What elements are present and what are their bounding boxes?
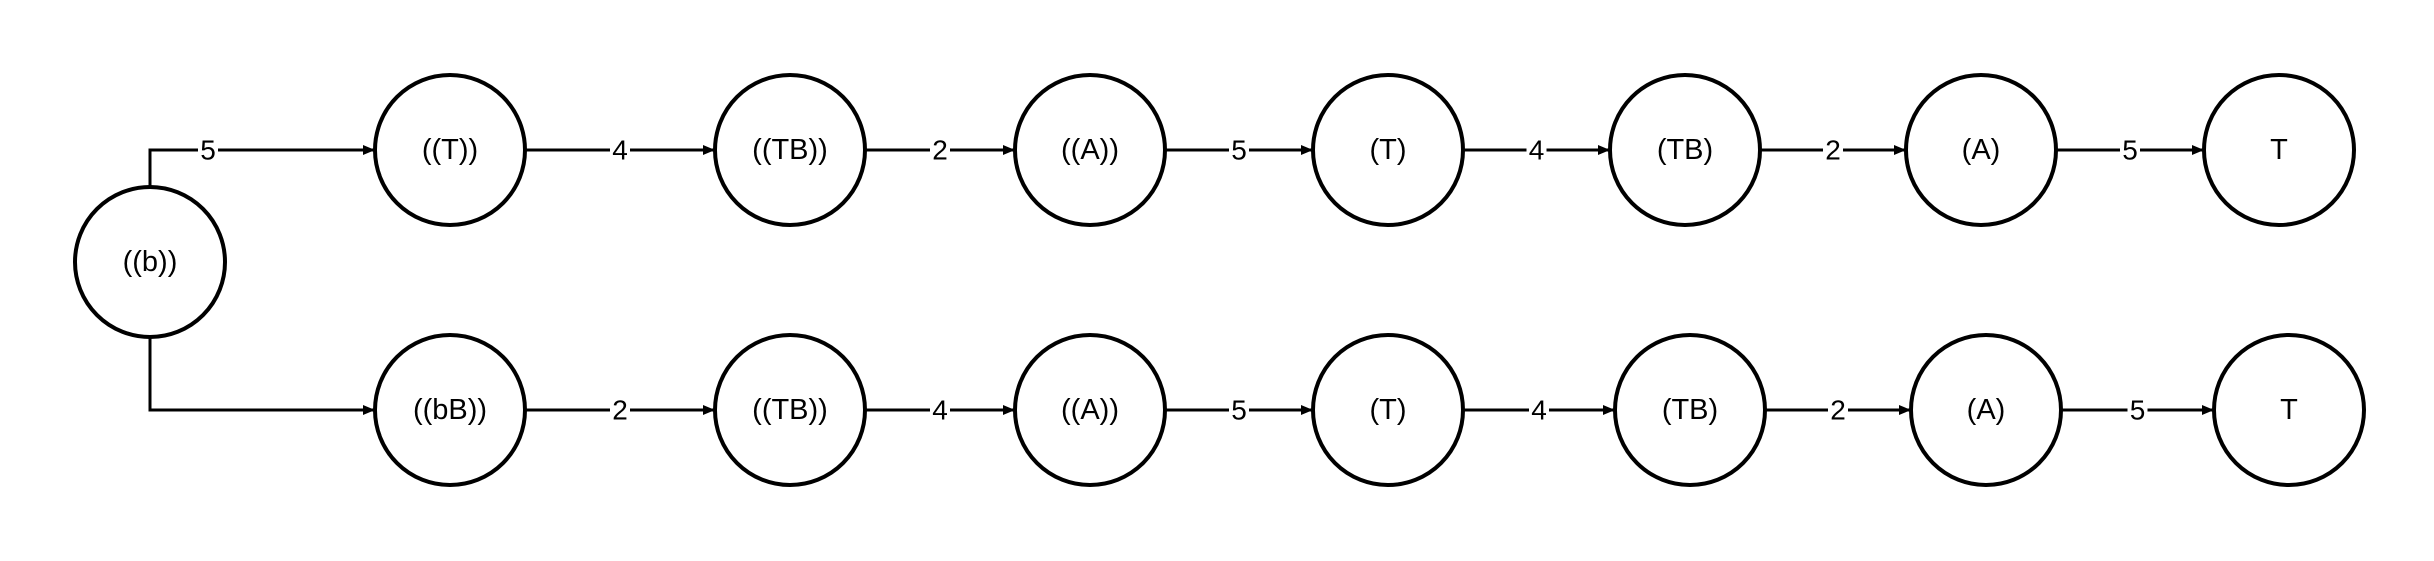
edge-line bbox=[148, 337, 375, 415]
edge-label-background bbox=[198, 135, 218, 165]
edge-t4-t5: 4 bbox=[1463, 135, 1610, 166]
node-label: ((T)) bbox=[422, 134, 478, 166]
node-label: ((TB)) bbox=[752, 394, 828, 426]
node-circle bbox=[1013, 333, 1167, 487]
edge-start-t1: 5 bbox=[148, 135, 375, 187]
edge-weight-label: 4 bbox=[932, 395, 948, 426]
node-t2: ((TB)) bbox=[713, 73, 867, 227]
edge-label-background bbox=[1526, 135, 1547, 165]
node-t5: (TB) bbox=[1608, 73, 1762, 227]
node-circle bbox=[373, 333, 527, 487]
node-circle bbox=[73, 185, 227, 339]
node-b6: (A) bbox=[1909, 333, 2063, 487]
edge-weight-label: 5 bbox=[200, 135, 216, 166]
node-circle bbox=[713, 333, 867, 487]
edge-b5-b6: 2 bbox=[1765, 395, 1911, 426]
edge-weight-label: 2 bbox=[1825, 135, 1841, 166]
node-label: T bbox=[2280, 394, 2298, 426]
edge-label-background bbox=[2127, 395, 2148, 425]
node-b7: T bbox=[2212, 333, 2366, 487]
node-circle bbox=[1311, 333, 1465, 487]
edge-label-background bbox=[610, 135, 630, 165]
edge-b3-b4: 5 bbox=[1165, 395, 1313, 426]
node-circle bbox=[2202, 73, 2356, 227]
node-start: ((b)) bbox=[73, 185, 227, 339]
node-b1: ((bB)) bbox=[373, 333, 527, 487]
edge-weight-label: 5 bbox=[1231, 395, 1247, 426]
edge-weight-label: 4 bbox=[612, 135, 628, 166]
node-circle bbox=[713, 73, 867, 227]
node-t6: (A) bbox=[1904, 73, 2058, 227]
node-label: ((b)) bbox=[123, 246, 178, 278]
node-label: ((TB)) bbox=[752, 134, 828, 166]
edge-label-background bbox=[1229, 395, 1249, 425]
node-t3: ((A)) bbox=[1013, 73, 1167, 227]
edge-weight-label: 5 bbox=[1231, 135, 1247, 166]
node-circle bbox=[373, 73, 527, 227]
edge-weight-label: 2 bbox=[612, 395, 628, 426]
node-label: ((A)) bbox=[1061, 134, 1119, 166]
node-label: ((A)) bbox=[1061, 394, 1119, 426]
edge-label-background bbox=[1229, 135, 1249, 165]
node-circle bbox=[1608, 73, 1762, 227]
node-circle bbox=[1311, 73, 1465, 227]
edge-weight-label: 2 bbox=[1830, 395, 1846, 426]
edge-weight-label: 5 bbox=[2122, 135, 2138, 166]
node-circle bbox=[1613, 333, 1767, 487]
edge-line bbox=[148, 145, 375, 187]
node-label: ((bB)) bbox=[413, 394, 487, 426]
edge-b2-b3: 4 bbox=[865, 395, 1015, 426]
node-circle bbox=[1904, 73, 2058, 227]
node-b5: (TB) bbox=[1613, 333, 1767, 487]
node-t7: T bbox=[2202, 73, 2356, 227]
node-b2: ((TB)) bbox=[713, 333, 867, 487]
edge-t2-t3: 2 bbox=[865, 135, 1015, 166]
node-label: T bbox=[2270, 134, 2288, 166]
node-circle bbox=[1909, 333, 2063, 487]
node-label: (A) bbox=[1962, 134, 2001, 166]
node-t4: (T) bbox=[1311, 73, 1465, 227]
edge-label-background bbox=[930, 135, 950, 165]
edge-label-background bbox=[1828, 395, 1848, 425]
edge-label-background bbox=[2120, 135, 2140, 165]
edge-b4-b5: 4 bbox=[1463, 395, 1615, 426]
edge-t6-t7: 5 bbox=[2056, 135, 2204, 166]
node-label: (T) bbox=[1369, 394, 1406, 426]
edge-b6-b7: 5 bbox=[2061, 395, 2214, 426]
edge-weight-label: 2 bbox=[932, 135, 948, 166]
node-label: (TB) bbox=[1657, 134, 1713, 166]
edge-label-background bbox=[610, 395, 630, 425]
node-label: (TB) bbox=[1662, 394, 1718, 426]
node-circle bbox=[1013, 73, 1167, 227]
edge-weight-label: 5 bbox=[2130, 395, 2146, 426]
edge-weight-label: 4 bbox=[1529, 135, 1545, 166]
node-t1: ((T)) bbox=[373, 73, 527, 227]
edge-start-b1 bbox=[148, 337, 375, 415]
edge-label-background bbox=[1529, 395, 1549, 425]
node-b3: ((A)) bbox=[1013, 333, 1167, 487]
nodes-layer: ((b)) ((T)) ((TB)) ((A)) (T) (TB) (A) T ((bB)) ((… bbox=[73, 73, 2366, 487]
edge-weight-label: 4 bbox=[1531, 395, 1547, 426]
node-b4: (T) bbox=[1311, 333, 1465, 487]
edge-t5-t6: 2 bbox=[1760, 135, 1906, 166]
edge-b1-b2: 2 bbox=[525, 395, 715, 426]
edge-label-background bbox=[930, 395, 950, 425]
edge-t3-t4: 5 bbox=[1165, 135, 1313, 166]
node-label: (T) bbox=[1369, 134, 1406, 166]
node-circle bbox=[2212, 333, 2366, 487]
edge-t1-t2: 4 bbox=[525, 135, 715, 166]
edge-label-background bbox=[1823, 135, 1843, 165]
edges-layer: 5 4 2 5 4 2 5 2 4 5 4 2 5 bbox=[148, 135, 2214, 426]
node-label: (A) bbox=[1967, 394, 2006, 426]
